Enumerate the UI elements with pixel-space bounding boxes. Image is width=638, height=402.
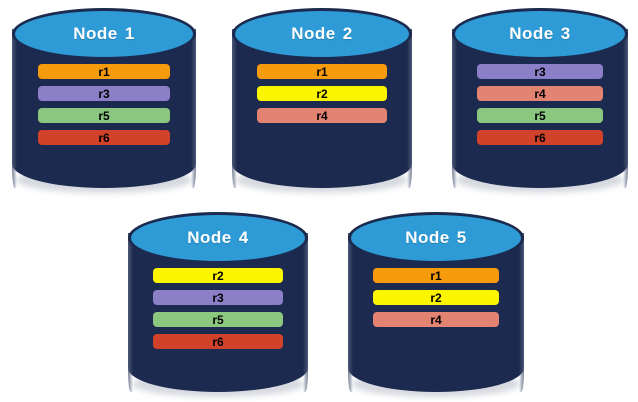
database-node-4[interactable]: Node 4 r2 r3 r5 r6 [128, 212, 308, 397]
record-list: r1 r2 r4 [348, 268, 524, 327]
database-node-1[interactable]: Node 1 r1 r3 r5 r6 [12, 8, 196, 193]
database-node-2[interactable]: Node 2 r1 r2 r4 [232, 8, 412, 193]
node-title-text: Node [187, 228, 232, 247]
record-bar-r1[interactable]: r1 [372, 268, 500, 283]
record-bar-r4[interactable]: r4 [476, 86, 604, 101]
record-bar-r4[interactable]: r4 [257, 108, 387, 123]
node-title-number: 1 [124, 24, 135, 43]
record-label: r2 [430, 290, 442, 305]
record-label: r1 [316, 64, 328, 79]
record-list: r1 r2 r4 [232, 64, 412, 123]
record-bar-r3[interactable]: r3 [153, 290, 283, 305]
record-label: r5 [534, 108, 546, 123]
record-bar-r3[interactable]: r3 [37, 86, 171, 101]
record-label: r5 [212, 312, 224, 327]
record-bar-r6[interactable]: r6 [37, 130, 171, 145]
record-label: r5 [98, 108, 110, 123]
record-label: r6 [212, 334, 224, 349]
record-label: r1 [98, 64, 110, 79]
record-list: r1 r3 r5 r6 [12, 64, 196, 145]
record-bar-r6[interactable]: r6 [153, 334, 283, 349]
record-bar-r1[interactable]: r1 [257, 64, 387, 79]
node-title: Node 1 [73, 24, 134, 44]
record-label: r2 [212, 268, 224, 283]
database-node-3[interactable]: Node 3 r3 r4 r5 r6 [452, 8, 628, 193]
node-title-number: 3 [560, 24, 571, 43]
node-title-text: Node [73, 24, 118, 43]
record-label: r4 [430, 312, 442, 327]
record-bar-r5[interactable]: r5 [153, 312, 283, 327]
node-title-number: 4 [238, 228, 249, 247]
record-bar-r1[interactable]: r1 [37, 64, 171, 79]
record-label: r6 [534, 130, 546, 145]
record-label: r3 [98, 86, 110, 101]
node-title: Node 5 [405, 228, 466, 248]
record-bar-r2[interactable]: r2 [153, 268, 283, 283]
record-label: r2 [316, 86, 328, 101]
node-title-text: Node [405, 228, 450, 247]
node-title-text: Node [509, 24, 554, 43]
record-label: r3 [212, 290, 224, 305]
record-bar-r6[interactable]: r6 [476, 130, 604, 145]
node-title-number: 2 [342, 24, 353, 43]
record-label: r4 [316, 108, 328, 123]
node-title-text: Node [291, 24, 336, 43]
record-label: r3 [534, 64, 546, 79]
node-title-number: 5 [456, 228, 467, 247]
record-label: r6 [98, 130, 110, 145]
node-title: Node 3 [509, 24, 570, 44]
database-node-5[interactable]: Node 5 r1 r2 r4 [348, 212, 524, 397]
record-bar-r2[interactable]: r2 [257, 86, 387, 101]
record-label: r4 [534, 86, 546, 101]
record-label: r1 [430, 268, 442, 283]
cylinder-top-disc: Node 5 [348, 212, 524, 264]
cylinder-top-disc: Node 3 [452, 8, 628, 60]
record-bar-r5[interactable]: r5 [37, 108, 171, 123]
record-list: r3 r4 r5 r6 [452, 64, 628, 145]
record-bar-r3[interactable]: r3 [476, 64, 604, 79]
record-bar-r5[interactable]: r5 [476, 108, 604, 123]
record-bar-r2[interactable]: r2 [372, 290, 500, 305]
cylinder-top-disc: Node 2 [232, 8, 412, 60]
cylinder-top-disc: Node 1 [12, 8, 196, 60]
record-list: r2 r3 r5 r6 [128, 268, 308, 349]
record-bar-r4[interactable]: r4 [372, 312, 500, 327]
cylinder-top-disc: Node 4 [128, 212, 308, 264]
node-title: Node 4 [187, 228, 248, 248]
node-title: Node 2 [291, 24, 352, 44]
